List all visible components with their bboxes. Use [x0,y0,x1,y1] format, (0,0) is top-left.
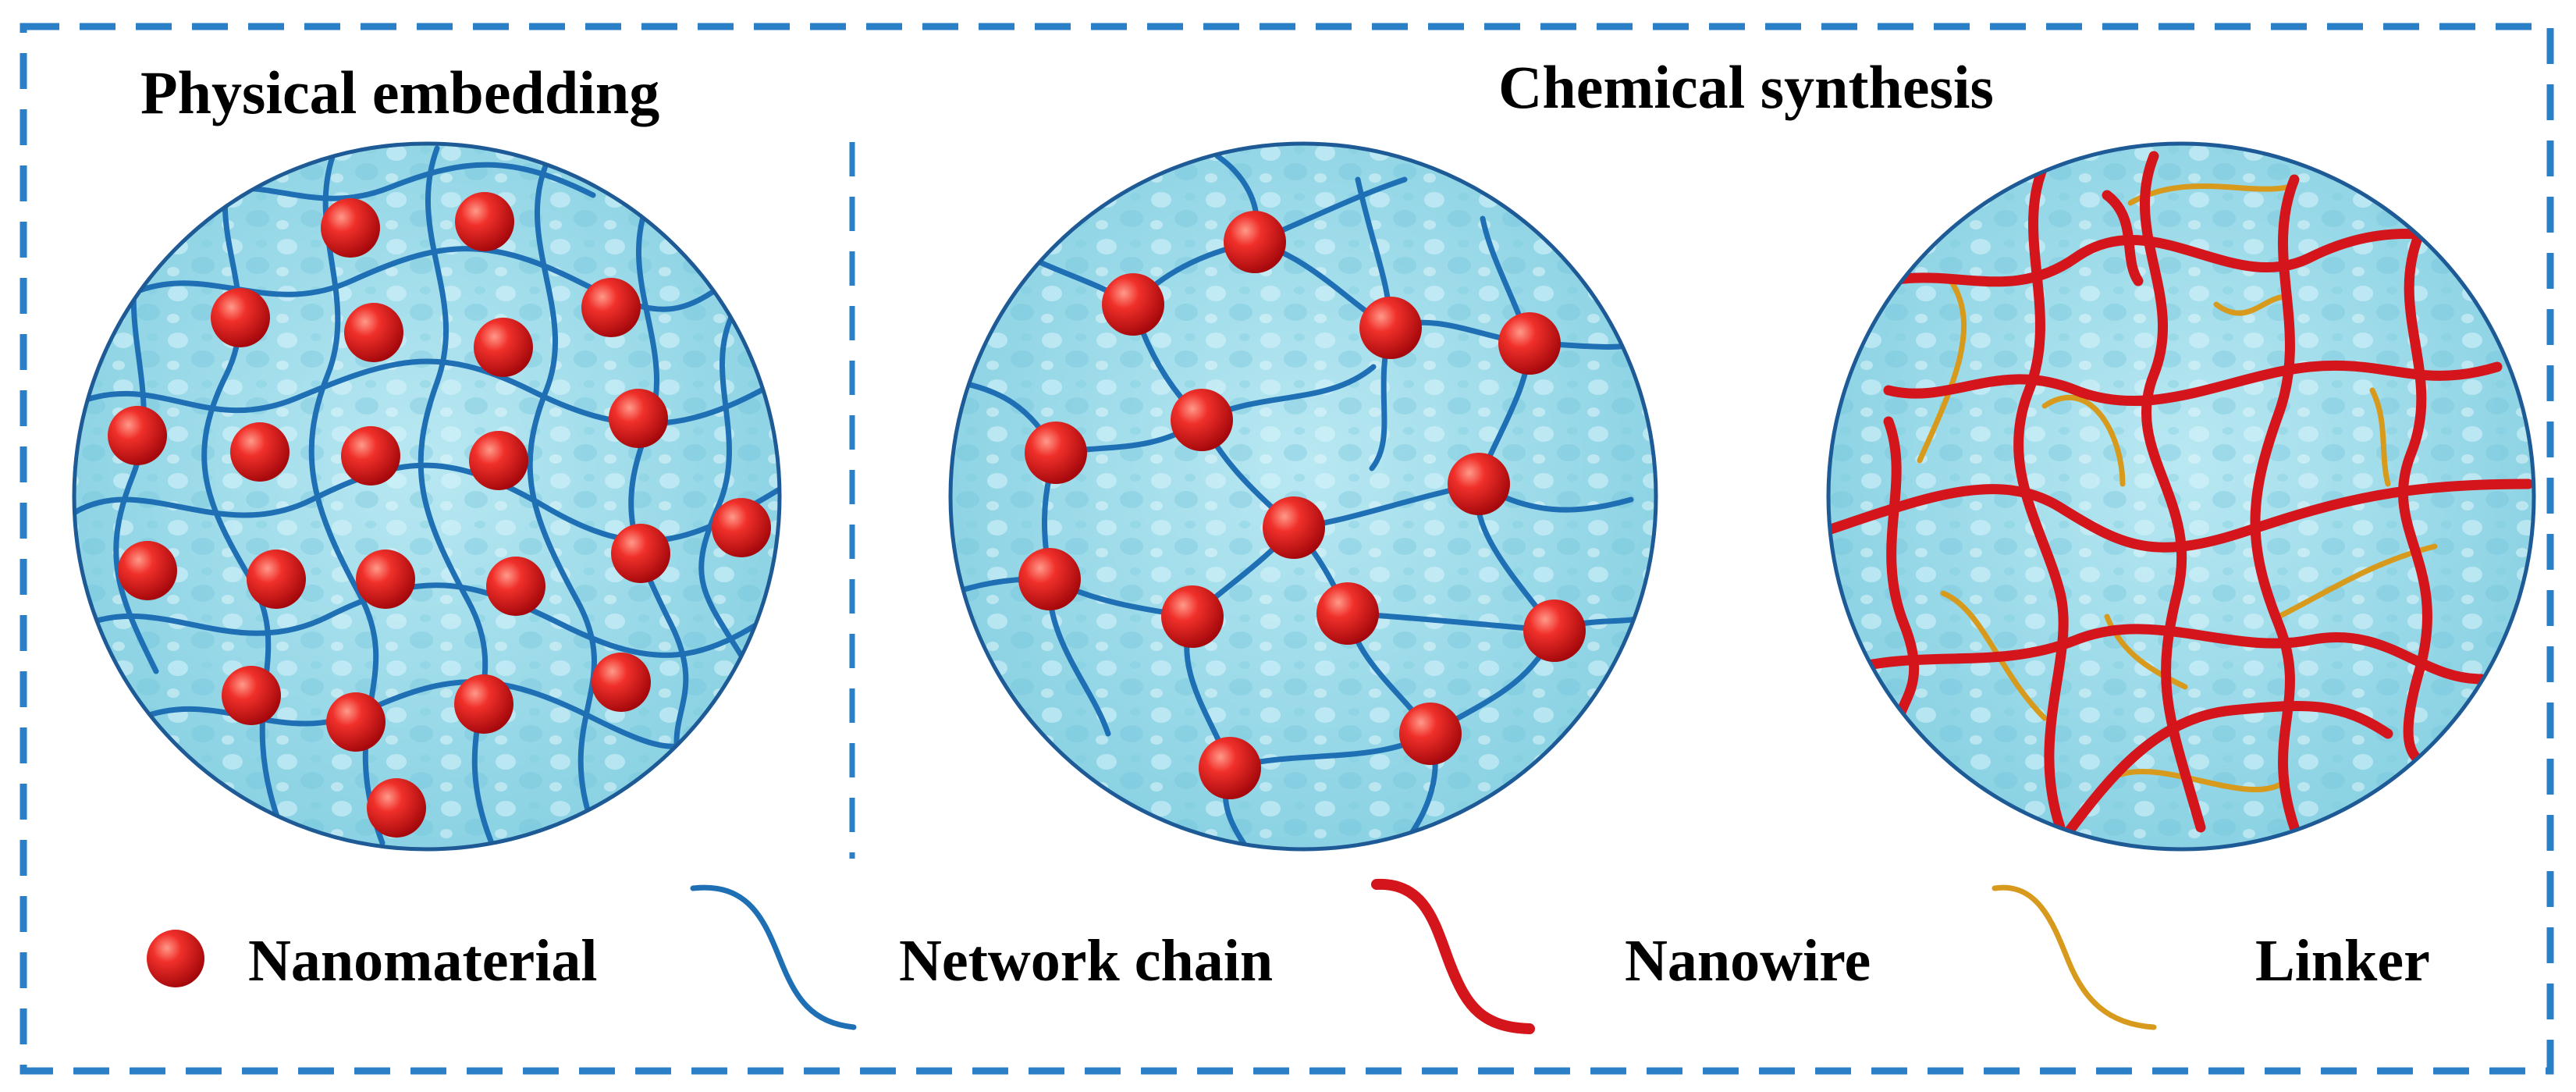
legend-label-linker: Linker [2255,928,2430,994]
chemical-crosslinked-gel [948,141,1658,852]
nanowires [1828,151,2534,848]
legend-label-network-chain: Network chain [899,928,1273,994]
nanomaterial-particles [108,192,771,838]
gel-outline [72,141,782,852]
nanomaterial-swatch-icon [147,930,204,987]
network-chain-swatch-icon [690,884,857,1030]
legend-item-network-chain: Network chain [690,884,1273,1030]
title-physical-embedding: Physical embedding [140,59,659,126]
linker-swatch-icon [1992,884,2157,1030]
title-chemical-synthesis: Chemical synthesis [1498,53,1994,121]
gel-outline [948,141,1658,852]
nanowire-linker-gel [1826,141,2536,852]
legend: Nanomaterial Network chain Nanowire Link… [147,878,2430,1034]
gel-texture [950,144,1656,849]
gel-texture [1828,144,2534,849]
legend-label-nanowire: Nanowire [1625,928,1871,994]
nanomaterial-crosslinks [1018,211,1586,799]
outer-dashed-frame [20,23,2554,1075]
legend-label-nanomaterial: Nanomaterial [248,928,597,994]
legend-item-nanowire: Nanowire [1371,878,1871,1034]
nanowire-swatch-icon [1371,878,1535,1034]
legend-item-linker: Linker [1992,884,2430,1030]
legend-item-nanomaterial: Nanomaterial [147,928,597,994]
physical-embedding-gel [72,141,782,852]
gel-outline [1826,141,2536,852]
